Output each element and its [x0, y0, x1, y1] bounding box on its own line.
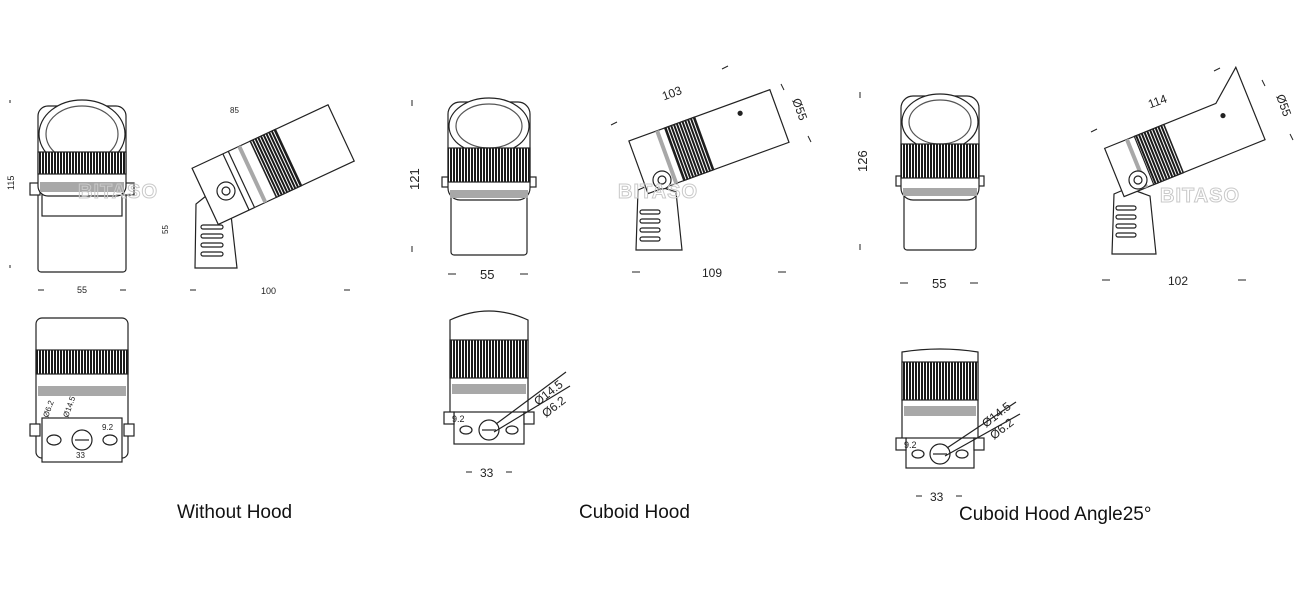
front-view-without-hood: [29, 99, 135, 273]
front-view-cuboid-hood: [441, 97, 537, 256]
hole-spacing-c: 9.2: [904, 440, 917, 450]
width-dim-c: 55: [932, 276, 946, 291]
base-width-b: 33: [480, 466, 494, 480]
hole-spacing-a: 9.2: [102, 423, 114, 432]
width-dim-b: 55: [480, 267, 494, 282]
side-dims-c: 114 Ø55 102: [1090, 67, 1294, 288]
hole-spacing-b: 9.2: [452, 414, 465, 424]
side-top-dim-b: 103: [660, 83, 684, 103]
side-view-without-hood: [191, 104, 356, 269]
caption-cuboid-hood: Cuboid Hood: [579, 502, 690, 523]
side-dia-dim-b: Ø55: [789, 96, 810, 122]
base-width-c: 33: [930, 490, 944, 504]
side-view-cuboid-hood-angle: [1103, 65, 1266, 255]
side-width-dim-a: 100: [261, 286, 276, 296]
bottom-view-cuboid-hood-angle: [895, 348, 1021, 469]
side-view-cuboid-hood: [628, 88, 790, 251]
side-dia-dim-c: Ø55: [1273, 92, 1294, 118]
height-dim-b: 121: [407, 168, 422, 190]
side-top-dim-c: 114: [1146, 92, 1169, 112]
width-dim-a: 55: [77, 285, 87, 295]
bottom-view-without-hood: [29, 317, 135, 463]
caption-without-hood: Without Hood: [177, 502, 293, 523]
watermark-c: BITASO: [1160, 185, 1240, 207]
side-width-dim-c: 102: [1168, 274, 1188, 288]
watermark-a: BITASO: [78, 181, 158, 203]
watermark-b: BITASO: [618, 181, 698, 203]
bottom-view-cuboid-hood: [443, 310, 571, 445]
front-view-cuboid-hood-angle: [895, 93, 985, 251]
side-height-dim-a: 55: [161, 225, 170, 234]
caption-cuboid-hood-angle: Cuboid Hood Angle25°: [959, 504, 1152, 525]
side-top-dim-a: 85: [230, 106, 239, 115]
front-dims-b: 121 55: [407, 100, 528, 282]
front-dims-c: 126 55: [855, 92, 978, 291]
height-dim-a: 115: [6, 176, 16, 190]
side-dims-a: 85 55 100: [161, 106, 350, 296]
side-width-dim-b: 109: [702, 266, 722, 280]
front-dims-a: 115 55: [6, 100, 126, 295]
base-width-a: 33: [76, 451, 85, 460]
height-dim-c: 126: [855, 150, 870, 172]
side-dims-b: 103 Ø55 109: [610, 65, 812, 280]
